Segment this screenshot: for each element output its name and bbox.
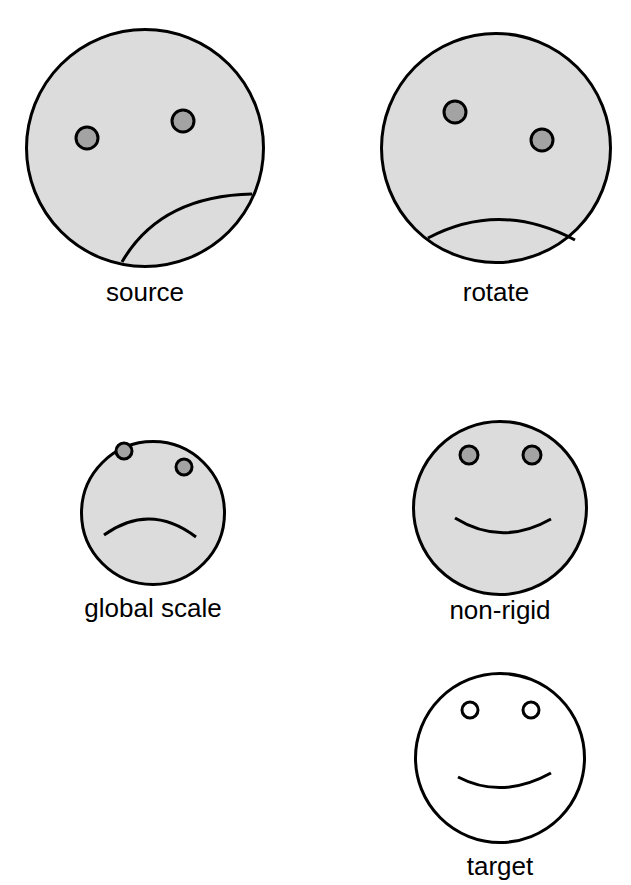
face-node: non-rigid (412, 420, 588, 596)
face-outline (80, 440, 226, 586)
face-outline (25, 28, 265, 268)
face-label: source (106, 279, 184, 305)
face-outline (380, 32, 612, 264)
face-label: global scale (84, 595, 221, 621)
face-label: non-rigid (449, 597, 550, 623)
face-node: global scale (80, 440, 226, 586)
face-outline (412, 420, 588, 596)
face-label: rotate (463, 279, 530, 305)
face-outline (414, 672, 586, 844)
face-label: target (467, 853, 534, 879)
face-node: rotate (380, 32, 612, 264)
face-node: source (25, 28, 265, 268)
face-node: target (414, 672, 586, 844)
